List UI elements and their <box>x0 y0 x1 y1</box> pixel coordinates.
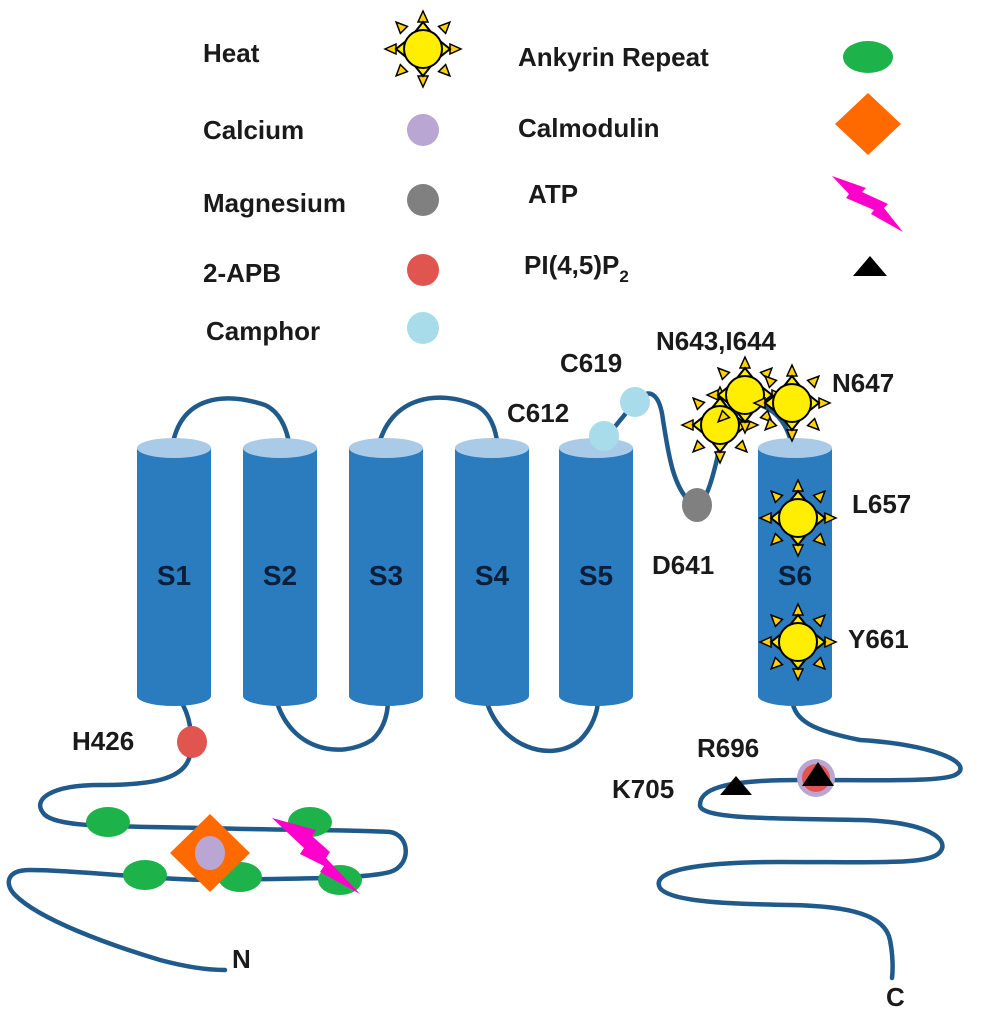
helices: S1 S2 S3 S4 S5 S6 <box>137 438 832 706</box>
c-terminus-label: C <box>886 982 905 1012</box>
magnesium-site-d641 <box>682 488 712 522</box>
segment-label: S3 <box>369 560 403 591</box>
legend-calmodulin-label: Calmodulin <box>518 113 660 143</box>
segment-label: S5 <box>579 560 613 591</box>
legend-heat-label: Heat <box>203 38 260 68</box>
sun-icon <box>759 603 837 681</box>
loop-s2-s3 <box>273 696 391 752</box>
segment-label: S2 <box>263 560 297 591</box>
ankyrin-icon <box>123 860 167 890</box>
residue-label: K705 <box>612 774 674 804</box>
camphor-site-c612 <box>589 421 619 451</box>
legend: Heat Calcium Magnesium 2-APB Camphor Ank… <box>203 10 903 346</box>
sun-icon <box>753 364 831 442</box>
residue-label: H426 <box>72 726 134 756</box>
sun-icon <box>384 10 462 88</box>
binding-sites <box>86 356 837 895</box>
triangle-icon <box>720 776 752 795</box>
loop-s1-s2 <box>169 396 293 451</box>
n-terminus-label: N <box>232 944 251 974</box>
residue-label: L657 <box>852 489 911 519</box>
triangle-icon <box>802 762 834 786</box>
camphor-site-c619 <box>620 387 650 417</box>
calmodulin-icon <box>835 93 901 155</box>
loop-s3-s4 <box>375 395 501 451</box>
residue-label: R696 <box>697 733 759 763</box>
residue-label: N647 <box>832 368 894 398</box>
ankyrin-icon <box>86 807 130 837</box>
c-terminus-chain <box>656 697 963 981</box>
legend-atp-label: ATP <box>528 179 578 209</box>
n-terminus-chain <box>6 697 408 973</box>
segment-label: S4 <box>475 560 510 591</box>
legend-calcium-label: Calcium <box>203 115 304 145</box>
residue-label: C619 <box>560 348 622 378</box>
segment-label: S1 <box>157 560 191 591</box>
legend-ankyrin-label: Ankyrin Repeat <box>518 42 709 72</box>
ankyrin-icon <box>843 41 893 73</box>
legend-2apb-label: 2-APB <box>203 258 281 288</box>
residue-label: Y661 <box>848 624 909 654</box>
residue-labels: H426 C612 C619 N643,I644 N647 D641 L657 … <box>72 326 911 1012</box>
legend-magnesium-label: Magnesium <box>203 188 346 218</box>
calcium-icon <box>407 114 439 146</box>
calcium-icon <box>195 836 225 870</box>
legend-pip2-label: PI(4,5)P2 <box>524 250 629 286</box>
apb-site-h426 <box>177 726 207 758</box>
apb-icon <box>407 254 439 286</box>
loop-s4-s5 <box>483 696 601 753</box>
segment-label: S6 <box>778 560 812 591</box>
lightning-bolt-icon <box>832 176 903 232</box>
legend-camphor-label: Camphor <box>206 316 320 346</box>
triangle-icon <box>853 256 887 276</box>
camphor-icon <box>407 312 439 344</box>
sun-icon <box>759 479 837 557</box>
residue-label: C612 <box>507 398 569 428</box>
magnesium-icon <box>407 184 439 216</box>
residue-label: N643,I644 <box>656 326 777 356</box>
lightning-bolt-icon <box>272 818 360 894</box>
residue-label: D641 <box>652 550 714 580</box>
